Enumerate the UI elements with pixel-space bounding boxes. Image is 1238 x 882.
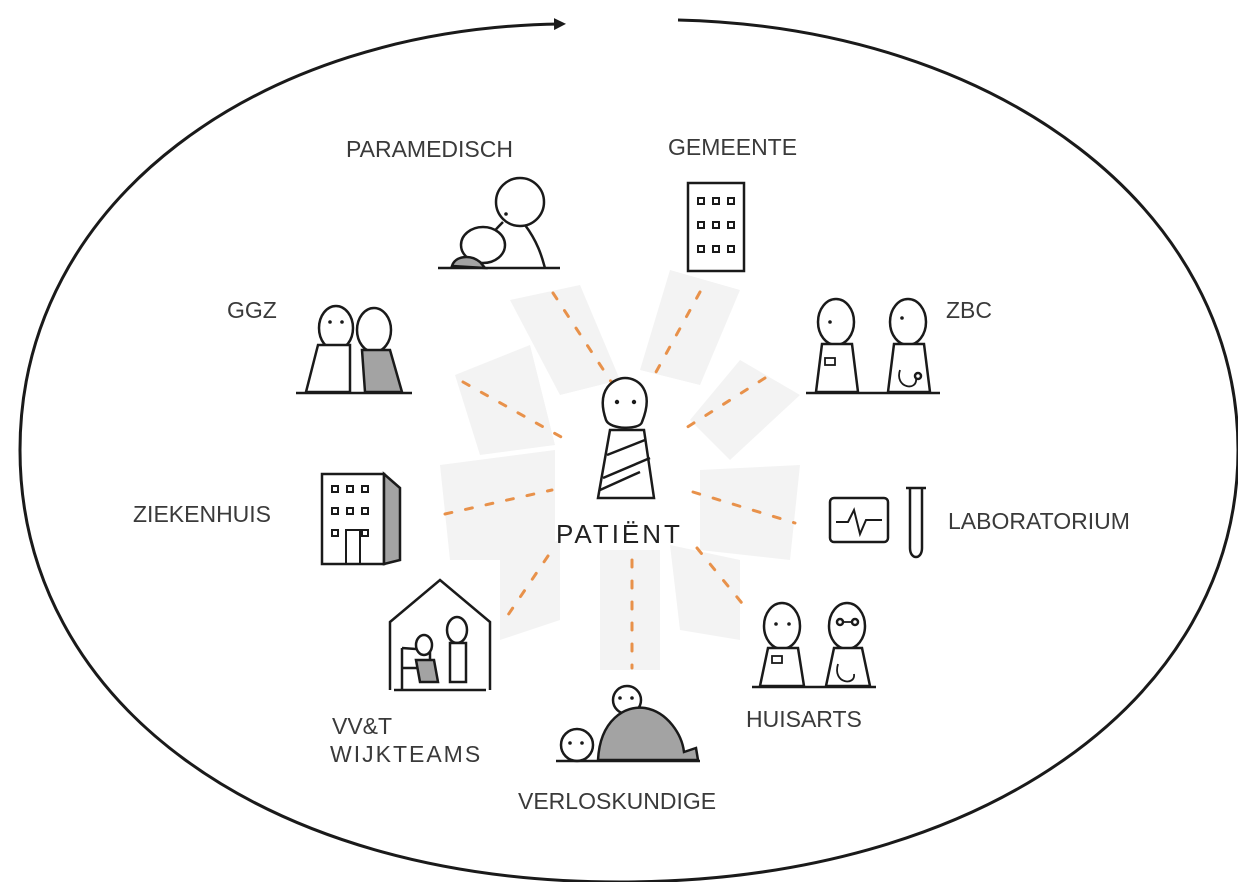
label-gemeente: GEMEENTE [668,134,798,160]
label-vvt: VV&T [332,713,393,739]
vvt-house-icon [388,578,492,692]
label-ggz: GGZ [227,297,277,323]
label-wijkteams: WIJKTEAMS [330,740,483,767]
label-huisarts: HUISARTS [746,706,862,732]
laboratorium-icons [828,486,926,559]
ggz-figures [296,304,412,395]
gemeente-building-icon [686,181,746,273]
dashed-spokes [443,290,797,670]
zbc-figures [806,297,940,395]
verloskundige-figures [556,684,700,763]
spoke-paramedisch [551,291,614,385]
spoke-zbc [676,376,767,435]
spoke-ziekenhuis [443,488,554,516]
huisarts-figures [752,601,876,689]
spoke-gemeente [648,290,702,385]
cycle-loop-arrow [18,18,1238,882]
label-patient: PATIËNT [556,519,683,549]
paramedisch-figure [438,176,560,270]
patient-figure [596,376,656,500]
background-rays [440,270,800,670]
label-vvt-wijkteams: VV&T WIJKTEAMS [330,713,482,768]
ziekenhuis-building-icon [320,471,402,566]
spoke-huisarts [695,546,752,615]
label-verloskundige: VERLOSKUNDIGE [518,788,717,814]
label-ziekenhuis: ZIEKENHUIS [133,501,272,527]
label-laboratorium: LABORATORIUM [948,508,1130,534]
label-zbc: ZBC [946,297,992,323]
spoke-laboratorium [691,490,797,525]
label-paramedisch: PARAMEDISCH [346,136,513,162]
